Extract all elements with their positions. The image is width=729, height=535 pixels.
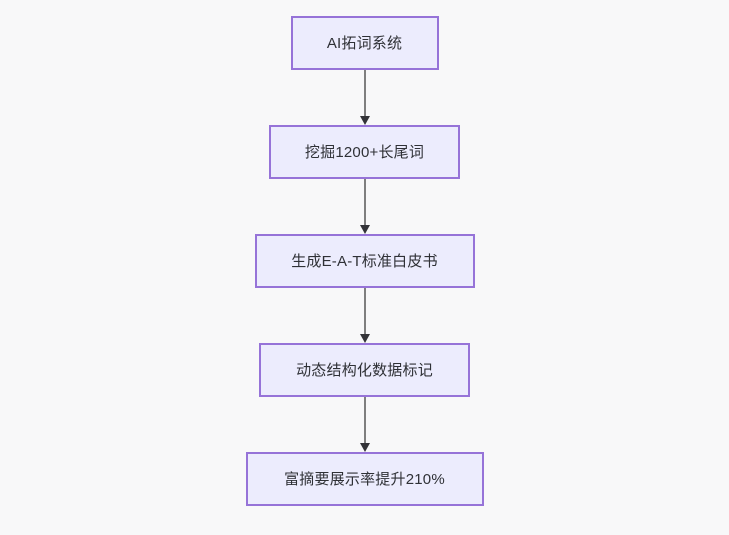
flow-edge-n3-n4	[358, 288, 372, 343]
edge-line	[363, 397, 366, 444]
flow-node-generate-eat-whitepaper[interactable]: 生成E-A-T标准白皮书	[254, 234, 475, 288]
flow-edge-n2-n3	[358, 179, 372, 234]
flow-node-label: 动态结构化数据标记	[296, 361, 433, 379]
arrowhead-down-icon	[359, 116, 370, 125]
flow-node-rich-snippet-rate-increase[interactable]: 富摘要展示率提升210%	[245, 452, 484, 506]
flow-node-label: 富摘要展示率提升210%	[284, 470, 445, 488]
flow-node-label: 生成E-A-T标准白皮书	[291, 252, 438, 270]
edge-line	[363, 179, 366, 226]
arrowhead-down-icon	[359, 443, 370, 452]
edge-line	[363, 288, 366, 335]
flow-edge-n1-n2	[358, 70, 372, 125]
edge-line	[363, 70, 366, 117]
flow-node-mine-longtail-keywords[interactable]: 挖掘1200+长尾词	[269, 125, 460, 179]
flow-node-dynamic-structured-data-markup[interactable]: 动态结构化数据标记	[259, 343, 470, 397]
flow-node-label: 挖掘1200+长尾词	[304, 143, 425, 161]
arrowhead-down-icon	[359, 334, 370, 343]
flow-node-label: AI拓词系统	[326, 34, 403, 52]
flow-edge-n4-n5	[358, 397, 372, 452]
arrowhead-down-icon	[359, 225, 370, 234]
flow-node-ai-keyword-system[interactable]: AI拓词系统	[290, 16, 439, 70]
